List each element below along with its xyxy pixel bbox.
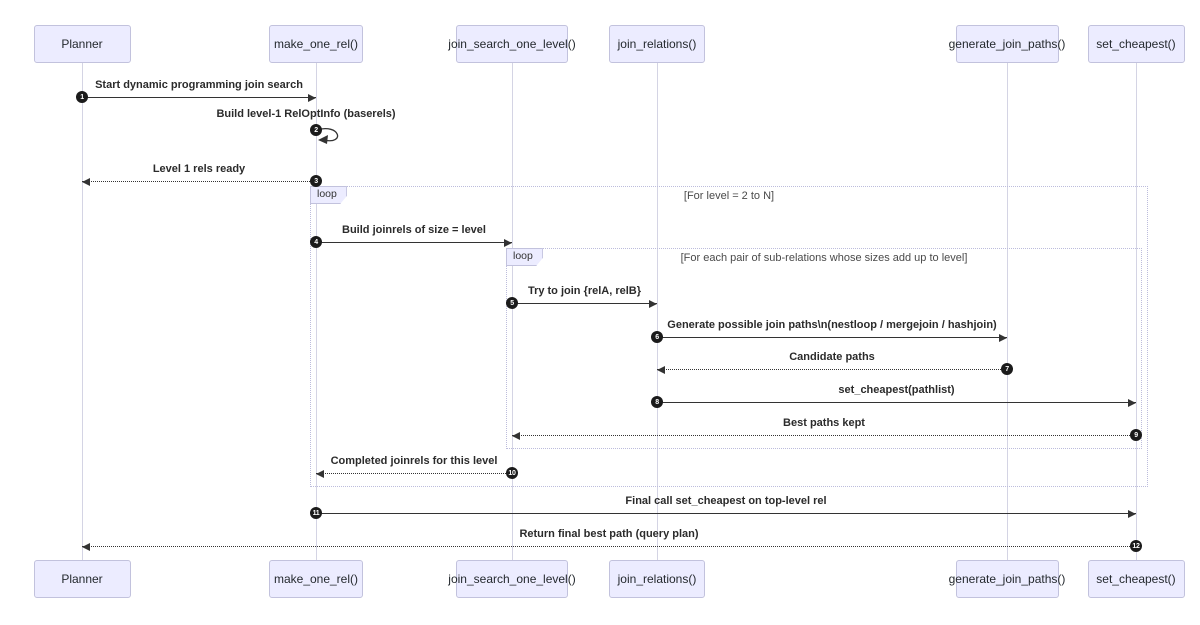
message-number-badge: 3	[310, 175, 322, 187]
message-label: Start dynamic programming join search	[95, 79, 303, 91]
arrowhead	[512, 431, 520, 440]
message-number-badge: 6	[651, 331, 663, 343]
message-label: Final call set_cheapest on top-level rel	[625, 495, 827, 507]
participant-box-set-cheapest-bottom: set_cheapest()	[1087, 560, 1185, 598]
message-label: set_cheapest(pathlist)	[838, 384, 955, 396]
message-line	[316, 242, 512, 243]
participant-box-planner-top: Planner	[33, 25, 131, 63]
loop-frame	[506, 248, 1142, 449]
lifeline-join-relations	[656, 63, 658, 560]
message-line	[657, 369, 1007, 370]
self-message-arc	[315, 128, 339, 144]
message-number-badge: 2	[310, 124, 322, 136]
message-label: Build joinrels of size = level	[342, 224, 486, 236]
message-label: Level 1 rels ready	[152, 163, 246, 175]
lifeline-planner	[81, 63, 83, 560]
message-number-badge: 1	[76, 91, 88, 103]
participant-box-join-relations-top: join_relations()	[609, 25, 705, 63]
message-label: Completed joinrels for this level	[330, 455, 498, 467]
message-line	[82, 546, 1136, 547]
message-number-badge: 4	[310, 236, 322, 248]
loop-label-tab: loop	[310, 186, 347, 204]
message-number-badge: 12	[1130, 540, 1142, 552]
arrowhead	[82, 177, 90, 186]
arrowhead	[316, 469, 324, 478]
arrowhead	[999, 333, 1007, 342]
participant-box-join-search-one-level-top: join_search_one_level()	[448, 25, 576, 63]
arrowhead	[1128, 398, 1136, 407]
message-label: Generate possible join paths\n(nestloop …	[667, 319, 997, 331]
message-label: Return final best path (query plan)	[519, 528, 699, 540]
message-number-badge: 9	[1130, 429, 1142, 441]
message-label: Best paths kept	[783, 417, 865, 429]
arrowhead	[82, 542, 90, 551]
participant-box-generate-join-paths-bottom: generate_join_paths()	[949, 560, 1065, 598]
participant-box-planner-bottom: Planner	[33, 560, 131, 598]
lifeline-generate-join-paths	[1006, 63, 1008, 560]
arrowhead	[657, 365, 665, 374]
arrowhead	[504, 238, 512, 247]
message-line	[512, 303, 657, 304]
message-number-badge: 7	[1001, 363, 1013, 375]
loop-frame	[310, 186, 1148, 487]
message-line	[657, 402, 1136, 403]
participant-box-set-cheapest-top: set_cheapest()	[1087, 25, 1185, 63]
arrowhead	[308, 93, 316, 102]
message-line	[82, 97, 316, 98]
lifeline-join-search-one-level	[511, 63, 513, 560]
arrowhead	[649, 299, 657, 308]
arrowhead	[1128, 509, 1136, 518]
message-line	[82, 181, 316, 182]
message-line	[316, 473, 512, 474]
message-line	[657, 337, 1007, 338]
participant-box-join-search-one-level-bottom: join_search_one_level()	[448, 560, 576, 598]
participant-box-join-relations-bottom: join_relations()	[609, 560, 705, 598]
participant-box-generate-join-paths-top: generate_join_paths()	[949, 25, 1065, 63]
participant-box-make-one-rel-top: make_one_rel()	[269, 25, 363, 63]
loop-condition: [For level = 2 to N]	[683, 190, 775, 202]
loop-condition: [For each pair of sub-relations whose si…	[680, 252, 968, 264]
message-label: Try to join {relA, relB}	[527, 285, 642, 297]
lifeline-make-one-rel	[315, 63, 317, 560]
message-line	[316, 513, 1136, 514]
message-line	[512, 435, 1136, 436]
message-number-badge: 11	[310, 507, 322, 519]
message-number-badge: 5	[506, 297, 518, 309]
message-label: Build level-1 RelOptInfo (baserels)	[216, 108, 396, 120]
message-number-badge: 8	[651, 396, 663, 408]
lifeline-set-cheapest	[1135, 63, 1137, 560]
message-label: Candidate paths	[789, 351, 875, 363]
participant-box-make-one-rel-bottom: make_one_rel()	[269, 560, 363, 598]
message-number-badge: 10	[506, 467, 518, 479]
loop-label-tab: loop	[506, 248, 543, 266]
